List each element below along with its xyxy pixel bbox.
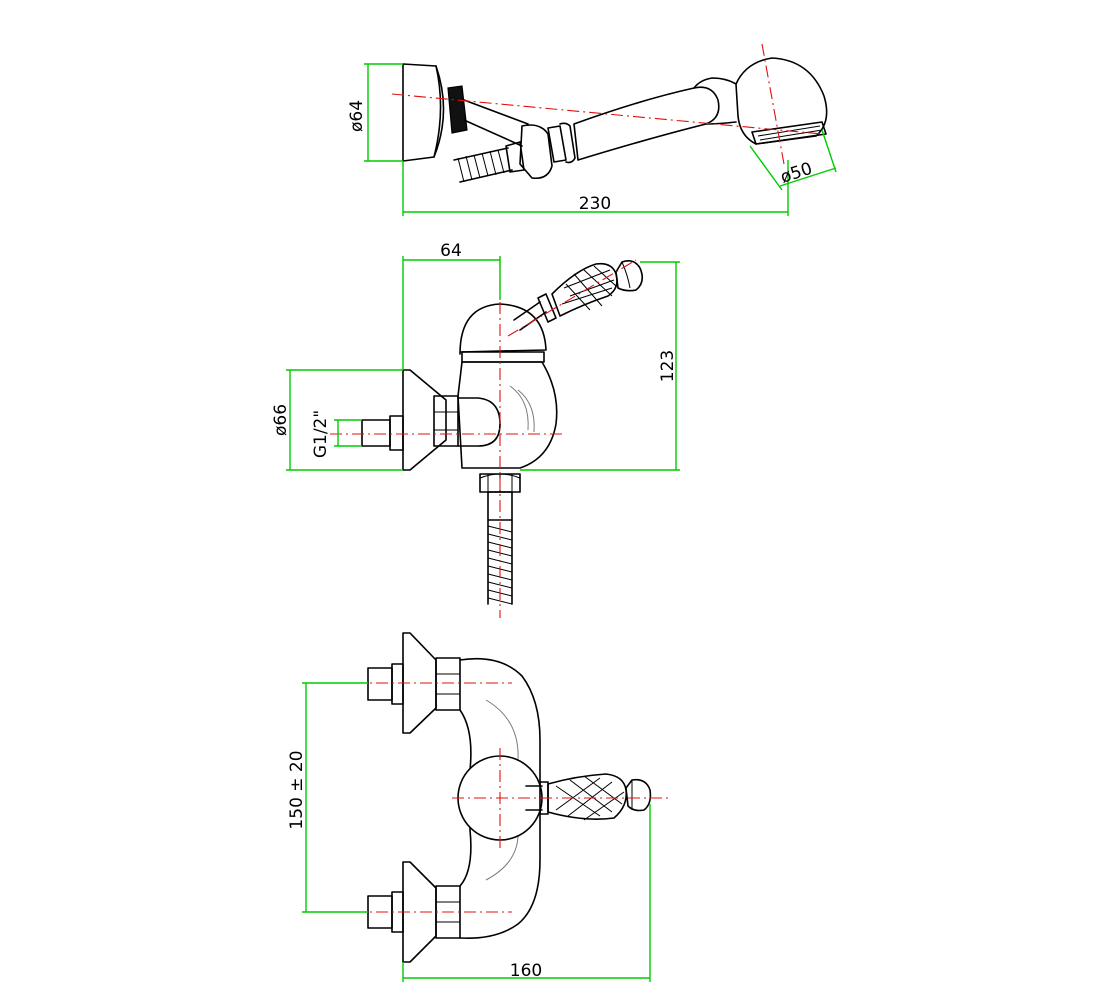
dim-inlet-spacing: 150 ± 20 — [287, 750, 307, 829]
dim-side-flange: ø66 — [271, 404, 291, 436]
dim-top-flange: ø64 — [347, 100, 367, 132]
dim-side-depth: 64 — [440, 241, 462, 261]
front-view: 150 ± 20 160 — [287, 632, 668, 982]
side-view: 64 123 ø66 G1/2" — [271, 241, 680, 618]
dim-side-height: 123 — [658, 350, 678, 382]
dim-inlet-thread: G1/2" — [311, 410, 331, 458]
dim-front-projection: 160 — [510, 961, 542, 981]
handshower-view: ø64 230 ø50 — [347, 43, 837, 216]
dim-overall-length: 230 — [579, 194, 611, 214]
